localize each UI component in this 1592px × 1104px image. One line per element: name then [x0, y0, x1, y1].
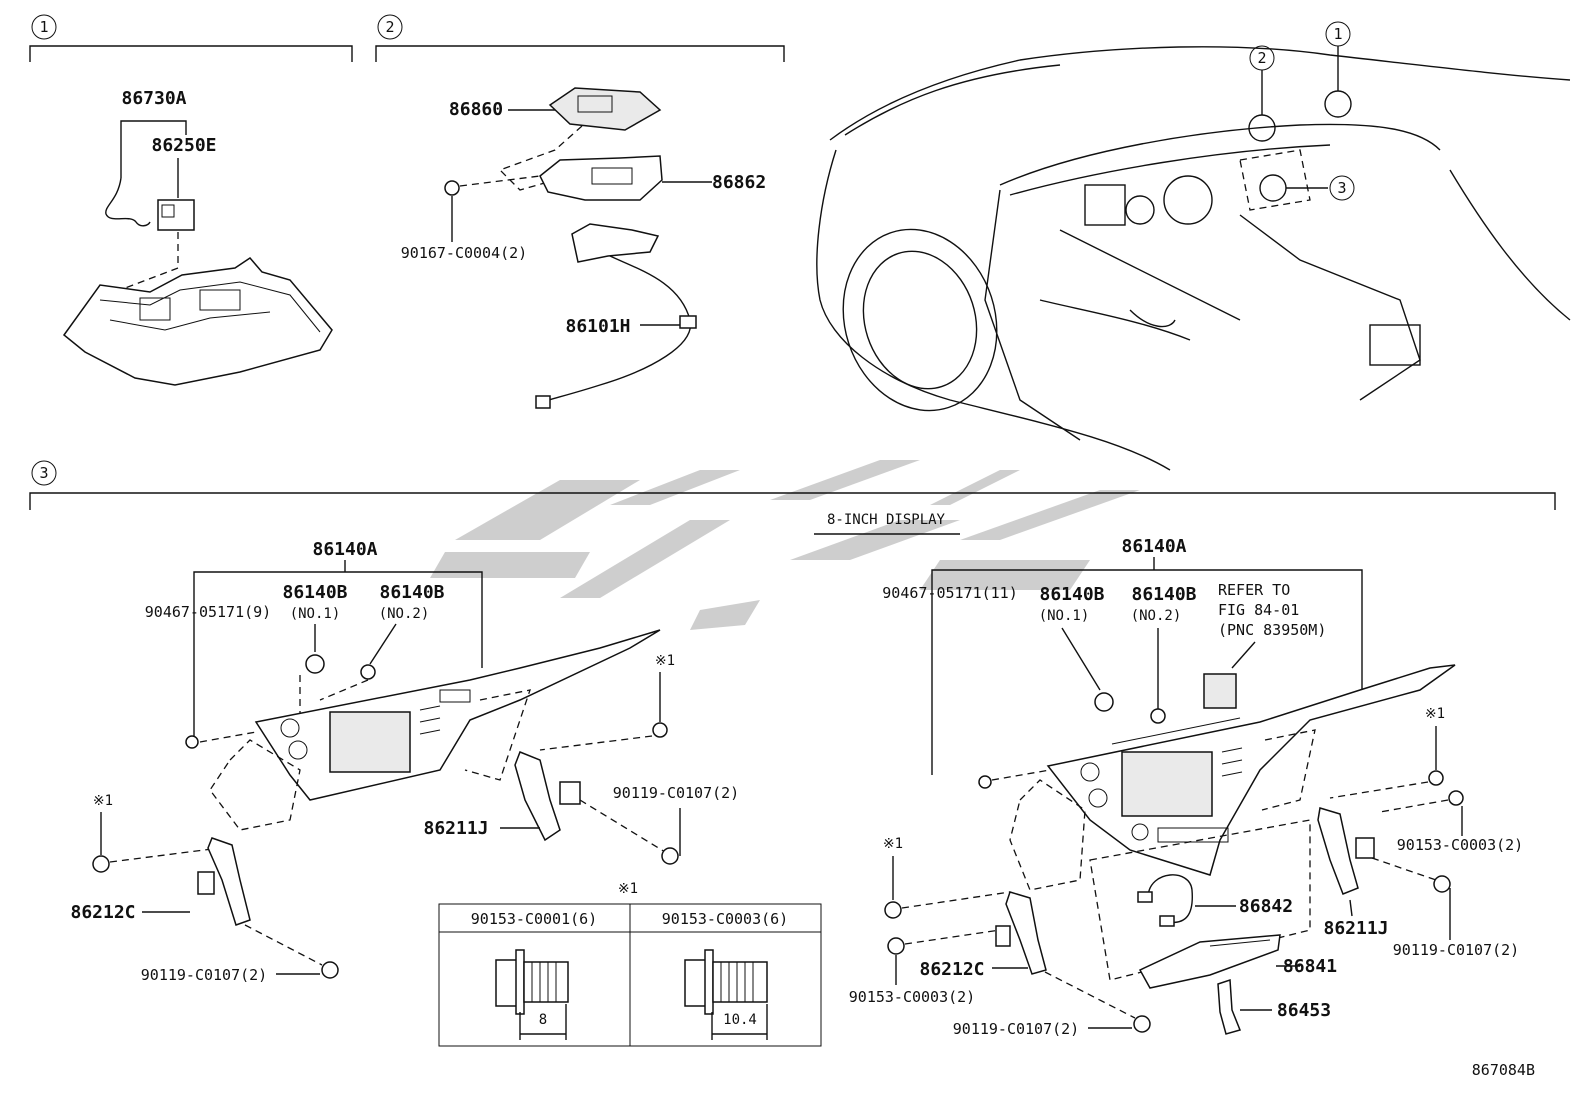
section-2-index: 2 [385, 18, 394, 36]
right-harness-86842 [1147, 874, 1193, 924]
marker-3-ring [1259, 174, 1287, 202]
left-86212C: 86212C [70, 902, 135, 923]
right-90153-c: 90153-C0003(2) [849, 988, 975, 1006]
right-refer-1: REFER TO [1218, 581, 1290, 599]
car-interior-view: 2 1 3 [816, 21, 1571, 471]
left-90119-bottom: 90119-C0107(2) [141, 966, 267, 984]
part-86250E: 86250E [151, 135, 216, 156]
left-86140B-2: 86140B [379, 582, 444, 603]
left-bracket-86211J [514, 751, 561, 842]
right-note-2: ※1 [883, 836, 903, 852]
right-90467: 90467-05171(11) [882, 584, 1017, 602]
left-86211J: 86211J [423, 818, 488, 839]
left-90119-top: 90119-C0107(2) [613, 784, 739, 802]
part-86101H: 86101H [565, 316, 630, 337]
car-marker-2: 2 [1257, 49, 1266, 67]
bolt-col-1: 90153-C0001(6) [471, 910, 597, 928]
connector-86101H [571, 223, 660, 263]
left-86140B-1-sub: (NO.1) [290, 606, 341, 622]
right-86211J: 86211J [1323, 918, 1388, 939]
right-module-86841 [1138, 934, 1281, 989]
car-marker-1: 1 [1333, 25, 1342, 43]
right-86140B-2: 86140B [1131, 584, 1196, 605]
right-90153-a: 90153-C0003(2) [1397, 836, 1523, 854]
left-90467: 90467-05171(9) [145, 603, 271, 621]
section-2-parts: 86860 86862 90167-C0004(2) 86101H [401, 87, 766, 409]
right-display-panel [1046, 664, 1456, 876]
left-note-1: ※1 [655, 653, 675, 669]
bolt-col-2: 90153-C0003(6) [662, 910, 788, 928]
section-3-index: 3 [39, 464, 48, 482]
right-86140A: 86140A [1121, 536, 1186, 557]
left-bracket-86212C [207, 837, 251, 926]
left-86140B-1: 86140B [282, 582, 347, 603]
wire-harness [105, 177, 151, 227]
car-marker-3: 3 [1337, 179, 1346, 197]
right-86453: 86453 [1277, 1000, 1331, 1021]
right-90119-b: 90119-C0107(2) [1393, 941, 1519, 959]
part-86730A: 86730A [121, 88, 186, 109]
section-1-parts: 86730A 86250E [62, 88, 333, 386]
section-3-header: 3 8-INCH DISPLAY [29, 460, 1556, 535]
section-1-header: 1 [29, 14, 353, 62]
section-1-index: 1 [39, 18, 48, 36]
bracket-86862 [539, 155, 663, 201]
right-refer-2: FIG 84-01 [1218, 601, 1299, 619]
right-refer-3: (PNC 83950M) [1218, 621, 1326, 639]
bolt-table-note: ※1 [618, 881, 638, 897]
part-90167-C0004: 90167-C0004(2) [401, 244, 527, 262]
bolt-dim-2: 10.4 [723, 1012, 757, 1028]
section-3-right: 86140A 90467-05171(11) 86140B (NO.1) 861… [849, 536, 1523, 1038]
right-86212C: 86212C [919, 959, 984, 980]
part-86862: 86862 [712, 172, 766, 193]
right-switch-83950M [1203, 673, 1237, 709]
section-3-title: 8-INCH DISPLAY [827, 512, 946, 528]
right-86140B-1-sub: (NO.1) [1039, 608, 1090, 624]
section-3-left: 86140A 86140B (NO.1) 86140B (NO.2) 90467… [70, 539, 739, 984]
module-86860 [548, 87, 662, 131]
left-86140B-2-sub: (NO.2) [379, 606, 430, 622]
right-90119-d: 90119-C0107(2) [953, 1020, 1079, 1038]
right-86842: 86842 [1239, 896, 1293, 917]
diagram-code: 867084B [1472, 1061, 1535, 1079]
right-86140B-2-sub: (NO.2) [1131, 608, 1182, 624]
right-bracket-86212C [1005, 891, 1047, 975]
cable-86101H [541, 255, 692, 403]
bolt-dim-1: 8 [539, 1012, 547, 1028]
right-bracket-86211J [1317, 807, 1359, 895]
screw-90167 [444, 180, 460, 196]
section-2-header: 2 [375, 14, 785, 62]
left-note-2: ※1 [93, 793, 113, 809]
part-86860: 86860 [449, 99, 503, 120]
marker-1-ring [1324, 90, 1352, 118]
right-note-1: ※1 [1425, 706, 1445, 722]
bolt-table: ※1 90153-C0001(6) 90153-C0003(6) 8 10.4 [438, 881, 822, 1047]
watermark-logo [430, 460, 1140, 630]
left-86140A: 86140A [312, 539, 377, 560]
right-86841: 86841 [1283, 956, 1337, 977]
right-bracket-86453 [1217, 978, 1242, 1035]
right-86140B-1: 86140B [1039, 584, 1104, 605]
